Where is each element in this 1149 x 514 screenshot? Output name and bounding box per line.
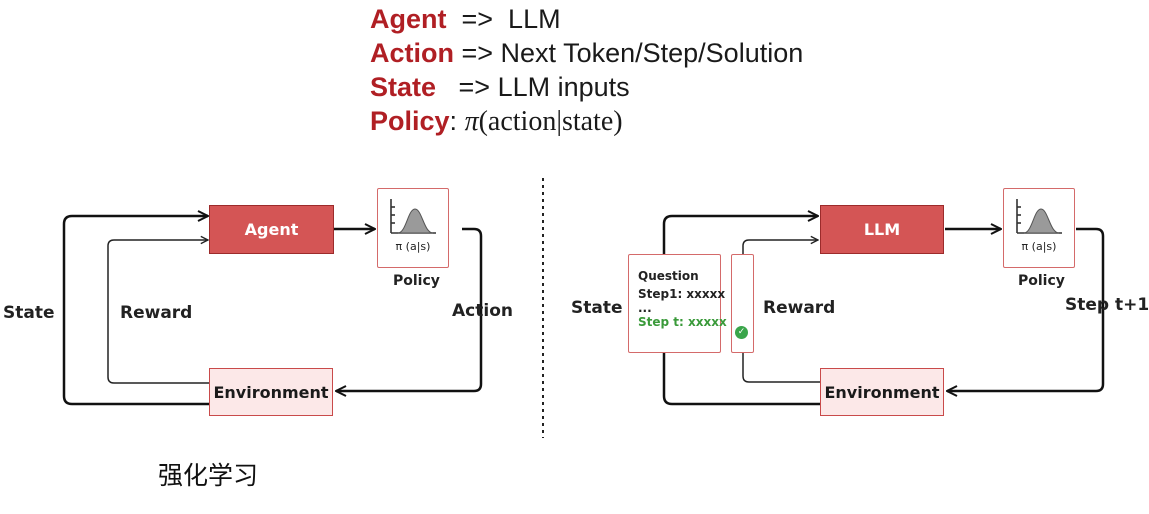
reward-label: Reward (120, 303, 193, 323)
policy-card-right: π (a|s) (1003, 188, 1075, 268)
policy-formula-right: π (a|s) (1021, 240, 1057, 253)
policy-card: π (a|s) (377, 188, 449, 268)
left-state-loop (62, 216, 210, 406)
definitions-block: Agent => LLM Action => Next Token/Step/S… (370, 2, 803, 138)
agent-box: Agent (209, 205, 334, 254)
distribution-icon (390, 199, 436, 234)
caption-reinforcement-learning: 强化学习 (158, 461, 259, 490)
check-icon: ✓ (735, 326, 748, 339)
environment-box-right: Environment (820, 368, 944, 416)
left-action-loop (336, 227, 483, 391)
reward-card: ✓ (731, 254, 754, 353)
llm-box: LLM (820, 205, 944, 254)
right-step-loop (947, 227, 1105, 391)
definition-action: Action => Next Token/Step/Solution (370, 38, 804, 68)
definition-policy: Policy: π(action|state) (370, 106, 623, 137)
reward-label-right: Reward (763, 298, 836, 318)
step1-line: Step1: xxxxx (638, 287, 726, 301)
left-reward-loop (107, 240, 210, 384)
definition-state: State => LLM inputs (370, 72, 630, 102)
step-t-line: Step t: xxxxx (638, 315, 727, 329)
distribution-icon (1016, 199, 1062, 234)
policy-formula: π (a|s) (395, 240, 431, 253)
policy-label: Policy (393, 273, 440, 289)
question-card: Question Step1: xxxxx ... Step t: xxxxx (628, 254, 727, 353)
ellipsis-line: ... (638, 301, 652, 315)
environment-box: Environment (209, 368, 333, 416)
policy-label-right: Policy (1018, 273, 1065, 289)
definition-agent: Agent => LLM (370, 4, 561, 34)
action-label: Action (452, 301, 513, 321)
question-line: Question (638, 269, 699, 283)
state-label-right: State (571, 298, 623, 318)
state-label: State (3, 303, 55, 323)
step-label: Step t+1 (1065, 295, 1149, 315)
